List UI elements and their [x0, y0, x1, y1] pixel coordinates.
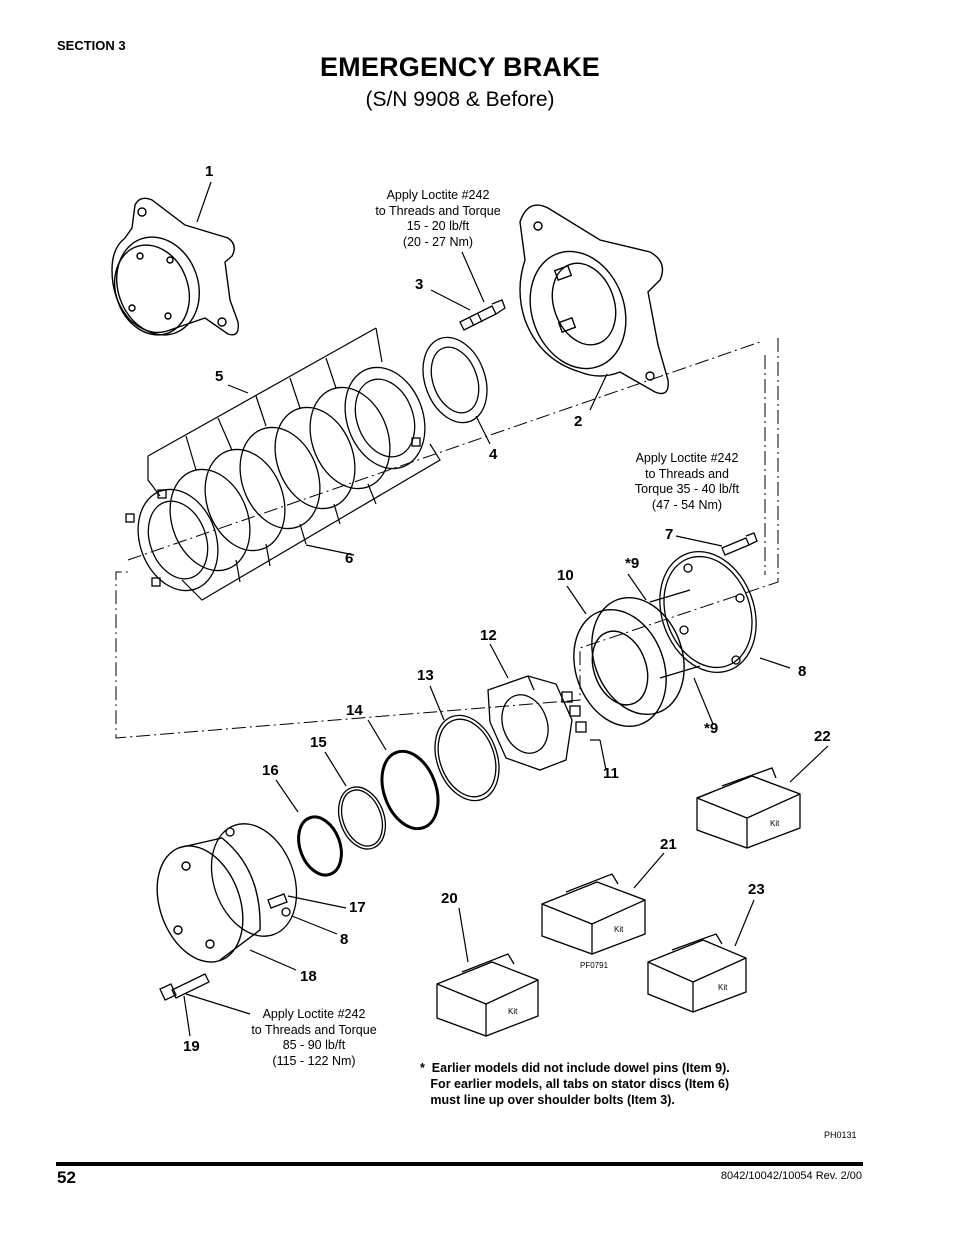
callout-6: 6: [345, 550, 354, 567]
callout-19: 19: [183, 1038, 200, 1055]
kit-box-21: [541, 873, 646, 955]
callout-10: 10: [557, 567, 574, 584]
kit-label-21: Kit: [614, 925, 624, 934]
bracket-item-5: [147, 327, 383, 497]
brake-housing-part: [111, 197, 239, 336]
dowel-pin-footnote: * Earlier models did not include dowel p…: [420, 1061, 730, 1107]
gasket-item-8-part: [659, 551, 757, 673]
callout-11: 11: [603, 765, 619, 782]
callout-21: 21: [660, 836, 677, 853]
callout-9-lower: *9: [704, 720, 719, 737]
o-ring-item-13-part: [434, 714, 500, 802]
callout-4: 4: [489, 446, 498, 463]
shoulder-bolt-part: [459, 299, 506, 331]
brake-housing-right-part: [519, 204, 669, 395]
kit-label-22: Kit: [770, 819, 780, 828]
callout-17: 17: [349, 899, 366, 916]
callout-23: 23: [748, 881, 765, 898]
page-number: 52: [57, 1168, 76, 1187]
bolt-item-7-part: [721, 532, 758, 556]
page-title: EMERGENCY BRAKE: [319, 52, 601, 82]
callout-16: 16: [262, 762, 279, 779]
disc-stack-part: [125, 366, 426, 592]
callout-8-lower: 8: [340, 931, 349, 948]
callout-2: 2: [574, 413, 583, 430]
section-label: SECTION 3: [57, 38, 126, 53]
bracket-item-6: [181, 443, 441, 601]
gasket-item-8-lower-part: [210, 823, 298, 937]
kit-box-23: [647, 933, 747, 1013]
callout-5: 5: [215, 368, 224, 385]
leader-lines: [183, 181, 829, 1037]
footer-rule: [56, 1162, 863, 1166]
callout-9-upper: *9: [625, 555, 640, 572]
backup-ring-item-15-part: [337, 786, 387, 850]
plug-item-17-part: [267, 893, 288, 909]
kit-label-20: Kit: [508, 1007, 518, 1016]
callout-22: 22: [814, 728, 831, 745]
nut-item-12-part: [487, 675, 573, 771]
callout-14: 14: [346, 702, 363, 719]
piston-housing-part: [573, 589, 701, 728]
bolt-item-19-part: [159, 973, 210, 1001]
pressure-plate-part: [422, 336, 488, 424]
callout-13: 13: [417, 667, 434, 684]
callout-8-upper: 8: [798, 663, 807, 680]
page-subtitle: (S/N 9908 & Before): [365, 88, 555, 111]
kit-box-20: [436, 953, 539, 1037]
callout-20: 20: [441, 890, 458, 907]
fittings-item-11-part: [561, 691, 587, 733]
inner-figure-code: PF0791: [580, 961, 609, 970]
o-ring-item-14-part: [380, 749, 440, 831]
alignment-lines: [115, 338, 779, 739]
kit-label-23: Kit: [718, 983, 728, 992]
callout-3: 3: [415, 276, 424, 293]
figure-code: PH0131: [824, 1130, 857, 1140]
o-ring-item-16-part: [297, 815, 343, 877]
callout-7: 7: [665, 526, 674, 543]
kit-box-22: [696, 767, 801, 849]
callout-15: 15: [310, 734, 327, 751]
callout-18: 18: [300, 968, 317, 985]
callout-1: 1: [205, 163, 214, 180]
callout-12: 12: [480, 627, 497, 644]
document-reference: 8042/10042/10054 Rev. 2/00: [720, 1170, 862, 1182]
end-cover-item-18-part: [156, 837, 261, 963]
